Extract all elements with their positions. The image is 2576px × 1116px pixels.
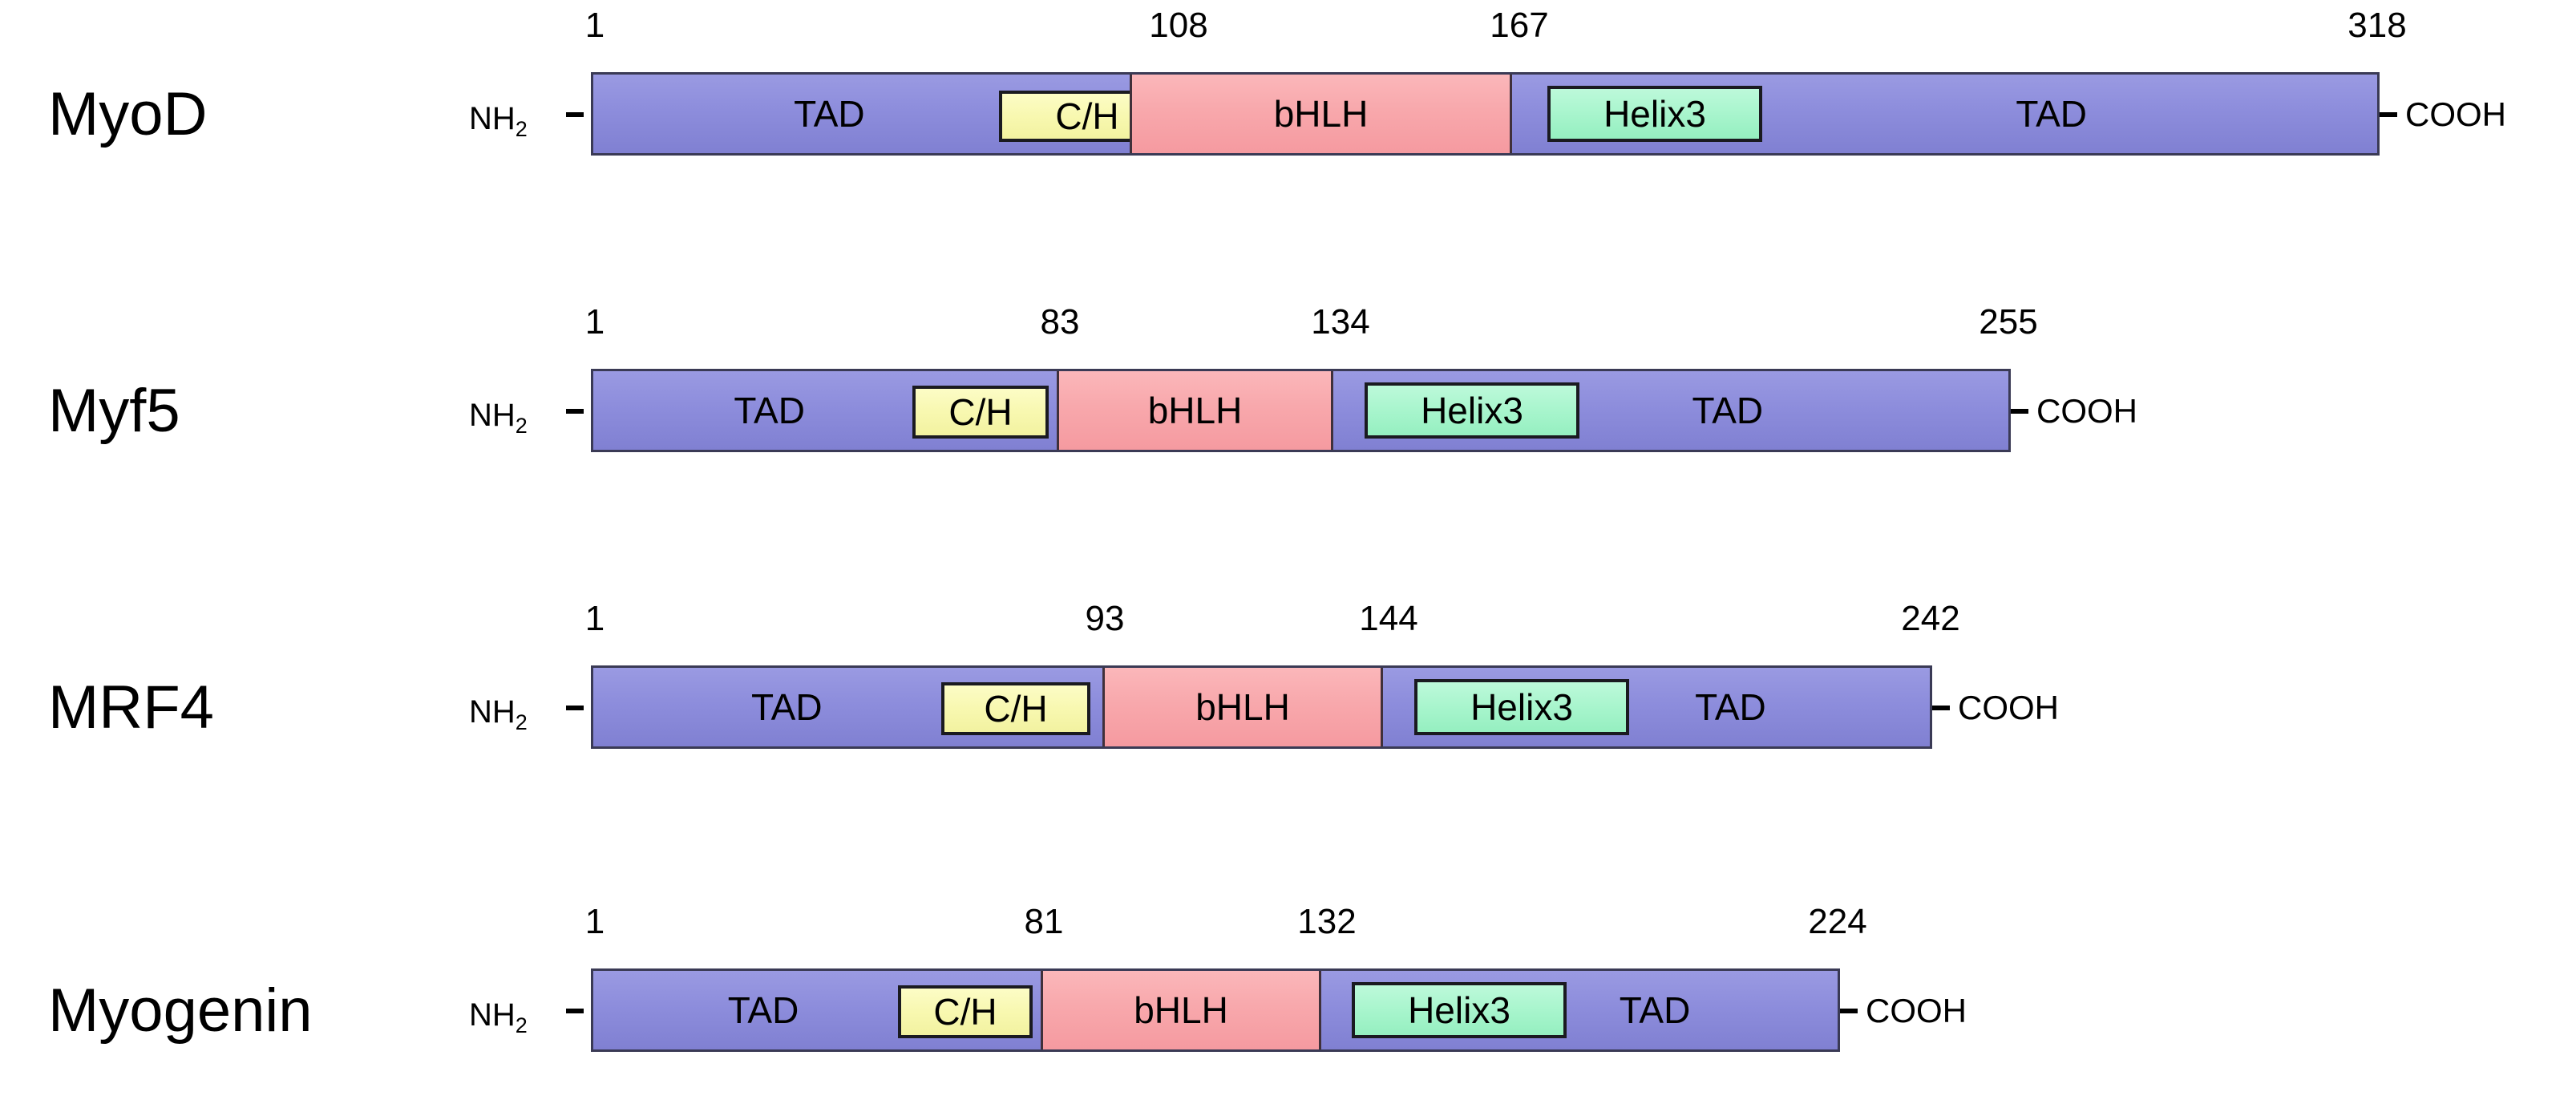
position-label-start: 1 xyxy=(584,6,605,45)
domain-tad-n: TAD xyxy=(593,371,1057,450)
protein-bar-mrf4[interactable]: TAD C/H bHLH TAD Helix3 xyxy=(591,665,1932,749)
protein-name-mrf4: MRF4 xyxy=(48,673,214,742)
c-terminus-label: COOH xyxy=(1958,689,2059,726)
domain-label-tad-n: TAD xyxy=(727,989,799,1031)
domain-label-helix3: Helix3 xyxy=(1470,686,1573,728)
protein-bar-myogenin[interactable]: TAD C/H bHLH TAD Helix3 xyxy=(591,968,1840,1052)
position-label-bhlh-end: 132 xyxy=(1297,902,1357,941)
c-terminus-tick xyxy=(1932,706,1950,710)
protein-name-myogenin: Myogenin xyxy=(48,976,313,1045)
domain-tad-n: TAD xyxy=(593,75,1130,153)
n-terminus-label: NH2 xyxy=(469,694,528,734)
n-terminus-tick xyxy=(566,706,584,710)
n-terminus-subscript: 2 xyxy=(515,1013,528,1037)
domain-ch: C/H xyxy=(912,386,1049,439)
domain-bhlh: bHLH xyxy=(1130,75,1512,153)
n-terminus-tick xyxy=(566,112,584,117)
protein-name-myod: MyoD xyxy=(48,80,208,148)
position-label-bhlh-end: 144 xyxy=(1359,599,1418,638)
domain-label-tad-n: TAD xyxy=(734,390,805,431)
position-label-bhlh-end: 167 xyxy=(1490,6,1549,45)
n-terminus-text: NH xyxy=(469,101,516,136)
protein-name-myf5: Myf5 xyxy=(48,377,180,445)
domain-label-ch: C/H xyxy=(948,391,1013,433)
domain-label-helix3: Helix3 xyxy=(1421,390,1523,431)
domain-tad-c: TAD xyxy=(1512,75,2382,153)
protein-row-mrf4: MRF4 1 93 144 242 NH2 TAD C/H bHLH TAD H… xyxy=(0,593,2576,778)
n-terminus-label: NH2 xyxy=(469,398,528,437)
position-label-start: 1 xyxy=(584,902,605,941)
domain-helix3: Helix3 xyxy=(1414,679,1629,735)
position-label-end: 255 xyxy=(1979,302,2038,342)
domain-bhlh: bHLH xyxy=(1041,971,1321,1049)
n-terminus-label: NH2 xyxy=(469,101,528,140)
c-terminus-label: COOH xyxy=(1866,992,1967,1029)
domain-ch: C/H xyxy=(898,985,1033,1038)
position-label-bhlh-start: 108 xyxy=(1149,6,1208,45)
domain-tad-c: TAD xyxy=(1383,668,1935,746)
domain-label-tad-c: TAD xyxy=(2016,93,2087,135)
c-terminus-label: COOH xyxy=(2405,95,2506,133)
domain-label-tad-n: TAD xyxy=(794,93,865,135)
domain-label-tad-n: TAD xyxy=(751,686,823,728)
protein-bar-myf5[interactable]: TAD C/H bHLH TAD Helix3 xyxy=(591,369,2011,452)
domain-label-bhlh: bHLH xyxy=(1147,390,1243,431)
n-terminus-tick xyxy=(566,409,584,414)
position-label-bhlh-start: 93 xyxy=(1085,599,1125,638)
domain-label-helix3: Helix3 xyxy=(1603,93,1706,135)
c-terminus-label: COOH xyxy=(2036,392,2137,430)
n-terminus-subscript: 2 xyxy=(515,117,528,141)
position-label-start: 1 xyxy=(584,302,605,342)
c-terminus-tick xyxy=(2011,409,2028,414)
domain-label-ch: C/H xyxy=(984,688,1048,730)
n-terminus-subscript: 2 xyxy=(515,414,528,438)
domain-label-bhlh: bHLH xyxy=(1134,989,1228,1031)
domain-bhlh: bHLH xyxy=(1057,371,1333,450)
protein-row-myf5: Myf5 1 83 134 255 NH2 TAD C/H bHLH TAD H… xyxy=(0,297,2576,481)
c-terminus-tick xyxy=(2380,112,2397,117)
position-label-end: 318 xyxy=(2348,6,2407,45)
domain-label-ch: C/H xyxy=(1055,95,1119,137)
protein-bar-myod[interactable]: TAD C/H bHLH TAD Helix3 xyxy=(591,72,2380,156)
position-label-bhlh-end: 134 xyxy=(1311,302,1370,342)
domain-helix3: Helix3 xyxy=(1365,382,1579,439)
domain-label-ch: C/H xyxy=(933,991,997,1033)
n-terminus-tick xyxy=(566,1009,584,1013)
domain-label-tad-c: TAD xyxy=(1619,989,1691,1031)
position-label-bhlh-start: 81 xyxy=(1024,902,1064,941)
domain-helix3: Helix3 xyxy=(1352,982,1567,1038)
domain-label-tad-c: TAD xyxy=(1692,390,1764,431)
domain-label-helix3: Helix3 xyxy=(1408,989,1510,1031)
domain-tad-c: TAD xyxy=(1333,371,2013,450)
position-label-end: 224 xyxy=(1808,902,1867,941)
domain-helix3: Helix3 xyxy=(1547,86,1762,142)
position-label-start: 1 xyxy=(584,599,605,638)
domain-bhlh: bHLH xyxy=(1102,668,1383,746)
position-label-bhlh-start: 83 xyxy=(1040,302,1080,342)
n-terminus-subscript: 2 xyxy=(515,710,528,734)
n-terminus-label: NH2 xyxy=(469,997,528,1037)
domain-tad-n: TAD xyxy=(593,668,1102,746)
n-terminus-text: NH xyxy=(469,694,516,730)
domain-label-bhlh: bHLH xyxy=(1195,686,1290,728)
protein-row-myod: MyoD 1 108 167 318 NH2 TAD C/H bHLH TAD … xyxy=(0,0,2576,184)
n-terminus-text: NH xyxy=(469,997,516,1033)
domain-label-tad-c: TAD xyxy=(1695,686,1766,728)
position-label-end: 242 xyxy=(1901,599,1960,638)
domain-tad-c: TAD xyxy=(1321,971,1842,1049)
c-terminus-tick xyxy=(1840,1009,1858,1013)
domain-ch: C/H xyxy=(941,682,1090,735)
domain-label-bhlh: bHLH xyxy=(1273,93,1369,135)
protein-row-myogenin: Myogenin 1 81 132 224 NH2 TAD C/H bHLH T… xyxy=(0,896,2576,1081)
domain-tad-n: TAD xyxy=(593,971,1041,1049)
n-terminus-text: NH xyxy=(469,398,516,433)
